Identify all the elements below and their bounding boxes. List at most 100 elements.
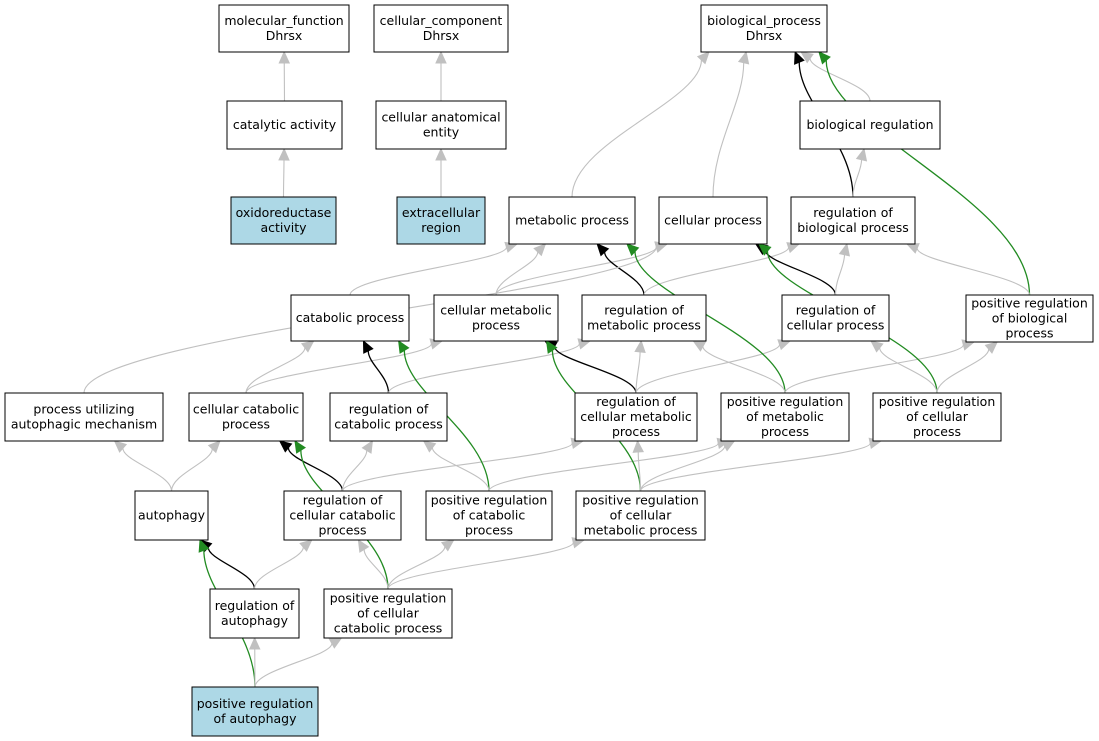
node-label-line: process xyxy=(222,417,270,432)
edge-rcp-rbp xyxy=(834,242,851,296)
edge-rcmp-rmp xyxy=(634,339,646,394)
node-label-line: Dhrsx xyxy=(266,28,303,43)
edge-rmp-mp xyxy=(596,243,645,296)
node-label-line: Dhrsx xyxy=(423,28,460,43)
edge-prmp-mp xyxy=(626,243,786,394)
edge-prcatp-prmp xyxy=(488,437,731,492)
edge-cmp-mp xyxy=(495,243,547,296)
node-cp[interactable]: cellular process xyxy=(658,196,768,245)
node-label-line: Dhrsx xyxy=(746,28,783,43)
edge-rauto-rccatp xyxy=(253,539,313,590)
node-label-line: regulation of xyxy=(303,493,383,508)
node-label-line: process xyxy=(318,523,366,538)
node-auto[interactable]: autophagy xyxy=(134,490,209,541)
edge-rcmp-cmp xyxy=(543,340,637,394)
edge-prauto-rauto xyxy=(248,636,261,688)
node-box xyxy=(209,588,300,639)
node-label-line: autophagic mechanism xyxy=(11,417,157,432)
node-box xyxy=(700,4,828,53)
node-box xyxy=(188,392,304,442)
node-label-line: of cellular xyxy=(906,409,969,424)
node-label-line: metabolic process xyxy=(584,523,698,538)
node-label-line: regulation of xyxy=(813,205,893,220)
node-label-line: cellular_component xyxy=(380,13,503,28)
edge-prmp-rmp xyxy=(692,340,786,394)
node-label-line: cellular catabolic xyxy=(193,402,299,417)
node-label-line: process xyxy=(761,424,809,439)
node-label-line: positive regulation xyxy=(727,394,844,409)
node-box xyxy=(4,392,164,442)
node-label-line: of autophagy xyxy=(213,711,297,726)
node-box xyxy=(781,294,890,342)
node-catp[interactable]: catabolic process xyxy=(290,294,410,342)
node-label-line: cellular process xyxy=(664,213,762,228)
node-label-line: of cellular xyxy=(610,508,673,523)
edge-prcmp-prmp xyxy=(639,440,736,492)
node-label-line: positive regulation xyxy=(431,493,548,508)
node-label-line: positive regulation xyxy=(879,394,996,409)
edge-prcp-rcp xyxy=(870,340,938,394)
node-cat[interactable]: catalytic activity xyxy=(226,100,343,150)
edge-rccatp-rcatp xyxy=(341,439,374,492)
edge-rcatp-rmp xyxy=(387,338,592,394)
node-box xyxy=(323,588,453,639)
node-br[interactable]: biological regulation xyxy=(799,100,941,150)
edge-prcp-prbp xyxy=(936,341,999,394)
node-label-line: cellular metabolic xyxy=(440,303,552,318)
edge-prcatp-rcatp xyxy=(422,440,490,492)
node-label-line: positive regulation xyxy=(971,296,1088,311)
node-box xyxy=(396,196,486,245)
node-label-line: region xyxy=(421,220,461,235)
edge-cae-cc xyxy=(435,50,447,101)
node-label-line: regulation of xyxy=(596,394,676,409)
node-label-line: process utilizing xyxy=(33,402,134,417)
node-box xyxy=(218,4,350,53)
edge-br-bp xyxy=(800,51,871,102)
node-label-line: process xyxy=(913,424,961,439)
edge-rccatp-rcmp xyxy=(341,437,585,492)
edge-prauto-prccatp xyxy=(254,637,343,688)
node-label-line: cellular process xyxy=(787,318,885,333)
edge-rccatp-ccatp xyxy=(278,440,344,492)
edge-prbp-rbp xyxy=(905,243,1031,296)
node-box xyxy=(575,490,706,541)
node-label-line: regulation of xyxy=(604,303,684,318)
node-mp[interactable]: metabolic process xyxy=(508,196,636,245)
node-box xyxy=(872,392,1002,442)
node-label-line: positive regulation xyxy=(330,591,447,606)
node-label-line: metabolic process xyxy=(515,213,629,228)
node-label-line: of catabolic xyxy=(453,508,526,523)
edge-prcmp-rcmp xyxy=(632,439,645,492)
node-box xyxy=(226,100,343,150)
node-label-line: oxidoreductase xyxy=(236,205,332,220)
edge-prccatp-prcatp xyxy=(387,539,455,590)
node-box xyxy=(230,196,337,245)
node-box xyxy=(790,196,916,245)
node-box xyxy=(581,294,707,342)
